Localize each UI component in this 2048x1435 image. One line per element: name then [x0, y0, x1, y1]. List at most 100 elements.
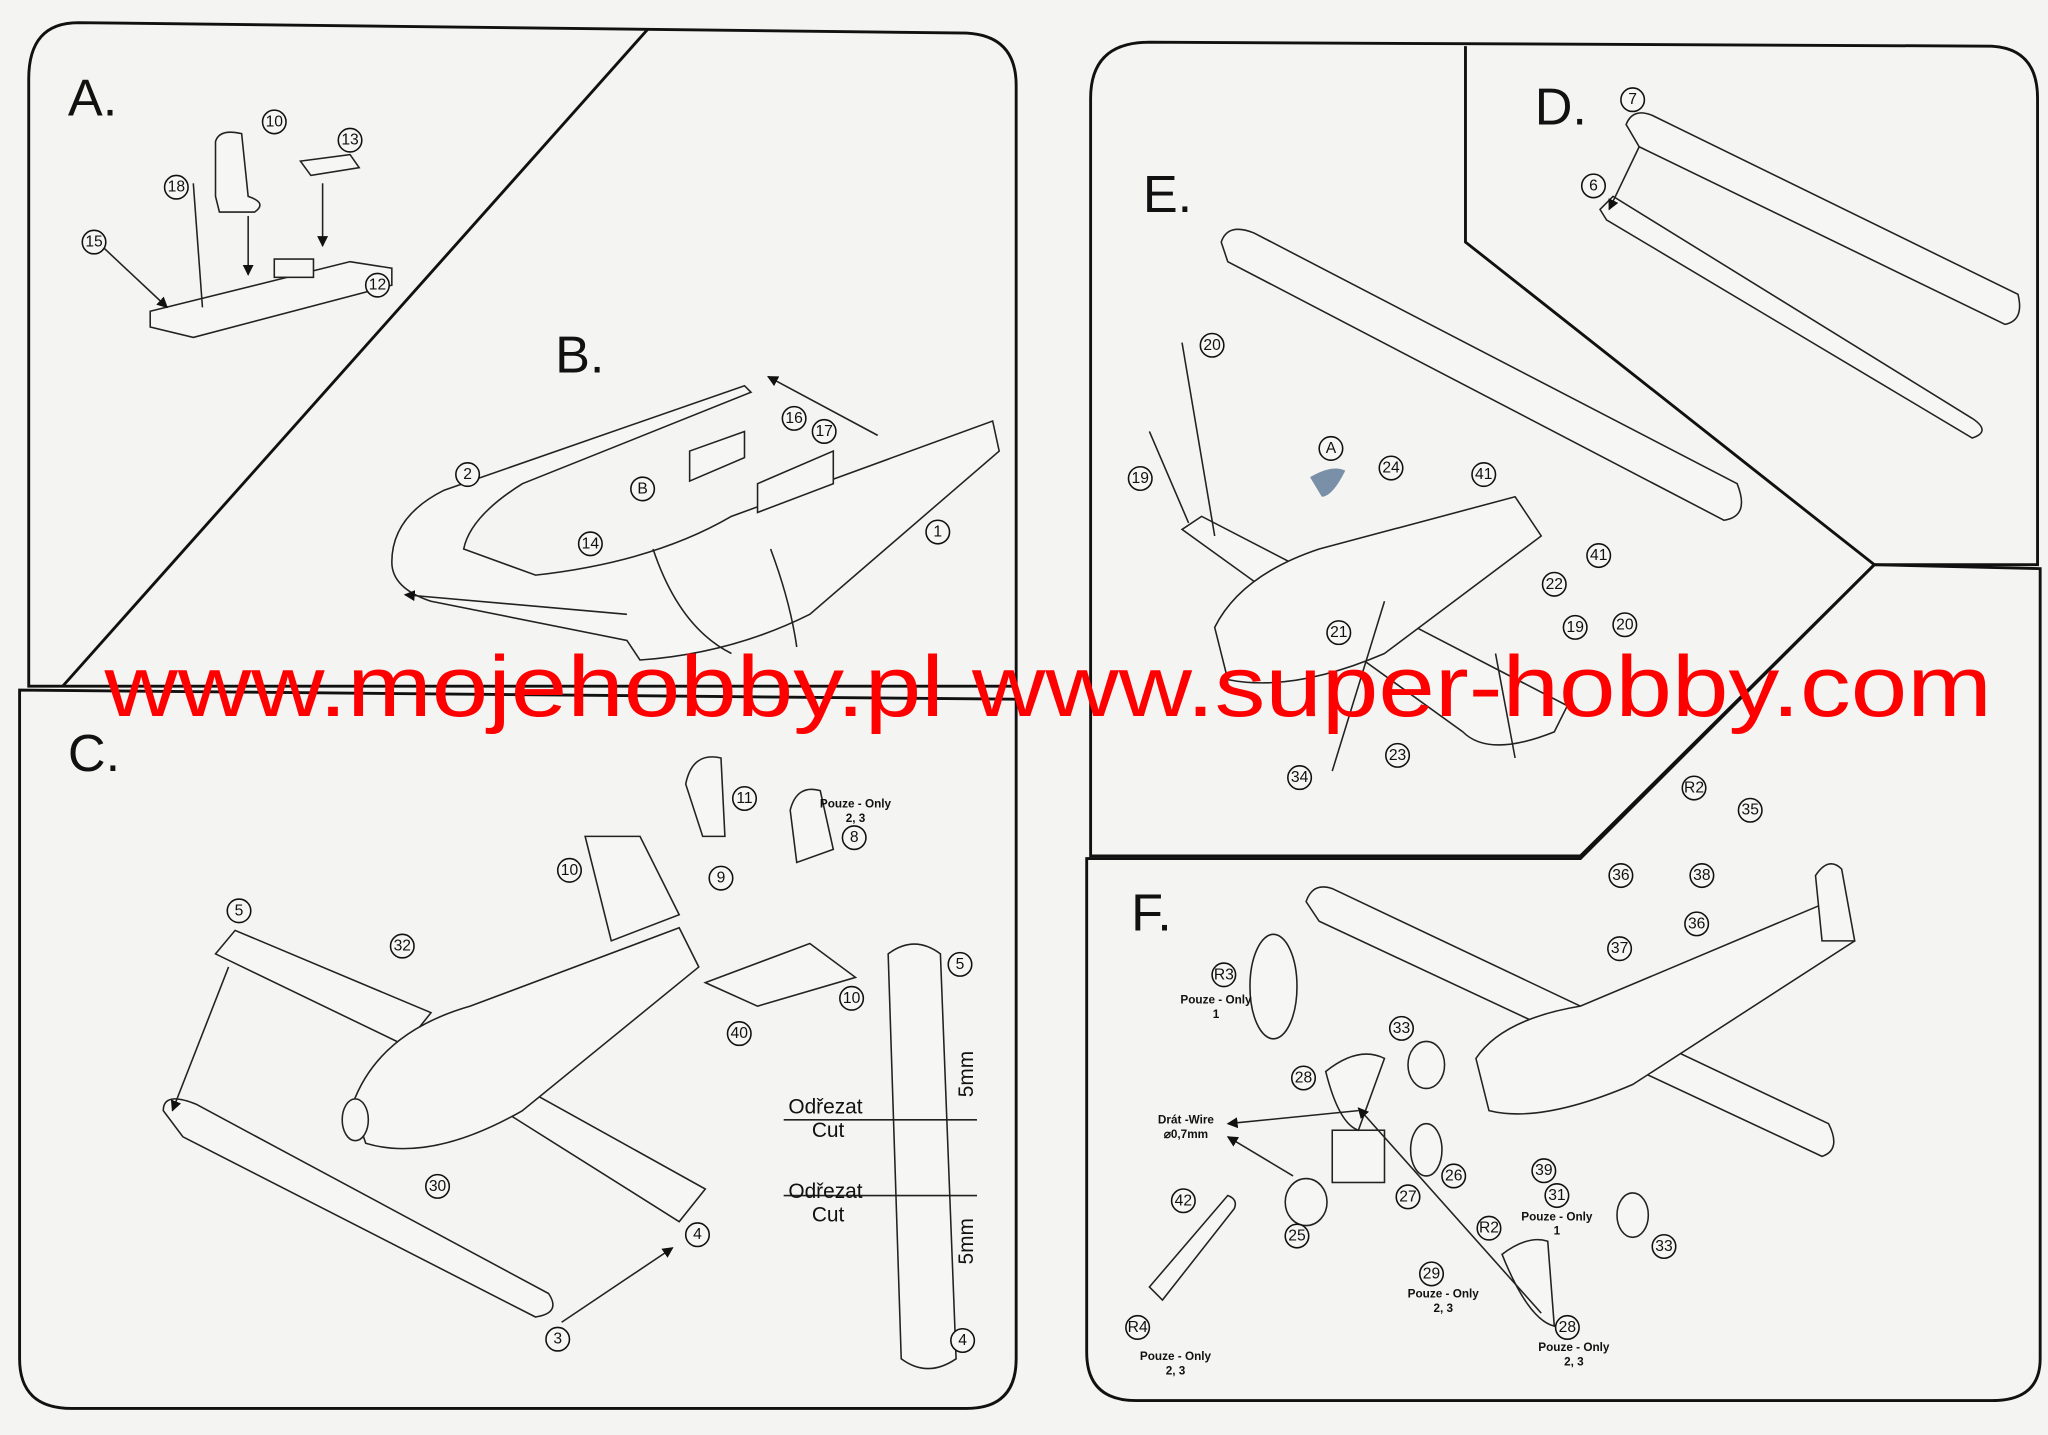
callout-number: 4: [958, 1332, 967, 1349]
part-callout-e: 20: [1199, 332, 1225, 358]
callout-circle: [1608, 863, 1634, 889]
drawing-b-fuselage: [391, 375, 1001, 661]
panel-borders: [18, 21, 2042, 1410]
callout-circle: [1612, 612, 1638, 638]
callout-circle: [811, 418, 837, 444]
panel-ab-border: [27, 21, 1018, 688]
callout-circle: [1471, 462, 1497, 488]
callout-number: 9: [717, 870, 726, 887]
callout-number: 30: [429, 1178, 447, 1195]
part-callout-c: 10: [556, 857, 583, 883]
callout-circle: [1326, 620, 1352, 646]
callout-number: 15: [85, 234, 103, 251]
part-callout-a: 13: [337, 127, 363, 153]
callout-number: 37: [1611, 940, 1628, 957]
callout-number: 11: [736, 790, 752, 807]
part-callout-f: R4: [1125, 1314, 1151, 1340]
callout-circle: [1441, 1163, 1467, 1189]
part-callout-f: 28: [1554, 1314, 1580, 1340]
panel-d-divider: [1464, 46, 1876, 566]
callout-circle: [1385, 742, 1411, 768]
callout-number: 26: [1445, 1167, 1463, 1184]
callout-circle: [1531, 1158, 1557, 1184]
section-label-f: F.: [1131, 884, 1172, 942]
callout-number: 1: [933, 524, 942, 541]
part-callout-f: 25: [1284, 1223, 1310, 1249]
callout-number: 7: [1628, 91, 1637, 108]
callout-circle: [947, 951, 973, 977]
part-callout-e: 21: [1326, 620, 1352, 646]
part-callout-e: 24: [1378, 455, 1404, 481]
part-callout-f: 35: [1737, 797, 1763, 823]
callout-circle: [708, 865, 734, 891]
section-label-b: B.: [555, 327, 604, 385]
callout-number: 32: [394, 938, 411, 955]
callout-circle: [577, 531, 603, 557]
callout-circle: [1199, 332, 1225, 358]
part-callout-f: 42: [1170, 1188, 1196, 1214]
callout-number: 20: [1616, 616, 1634, 633]
callout-circle: [1580, 173, 1607, 199]
callout-number: 36: [1688, 915, 1706, 932]
part-callout-e: 34: [1287, 765, 1313, 791]
part-callout-c: 5: [226, 898, 252, 924]
callout-number: 39: [1535, 1162, 1552, 1179]
callout-circle: [684, 1222, 711, 1248]
drawing-c-lower-wing-assembly: [162, 756, 977, 1370]
callout-circle: [81, 229, 107, 255]
part-callout-b: 14: [577, 531, 603, 557]
part-callout-b: B: [630, 476, 656, 502]
callout-circle: [925, 519, 951, 545]
part-callout-e: 19: [1562, 614, 1588, 640]
callout-number: 36: [1612, 867, 1630, 884]
callout-number: 31: [1548, 1187, 1565, 1204]
part-callout-f: 26: [1441, 1163, 1467, 1189]
callout-number: A: [1326, 440, 1337, 457]
callout-circle: [545, 1326, 571, 1352]
callout-number: 14: [582, 535, 600, 552]
callout-circle: [630, 476, 656, 502]
callout-circle: [1554, 1314, 1580, 1340]
callout-number: 33: [1393, 1020, 1411, 1037]
part-callout-f: 37: [1607, 936, 1633, 962]
callout-circle: [389, 933, 415, 959]
drawing-a-cockpit-floor: [103, 131, 393, 339]
part-callout-e: 41: [1586, 543, 1612, 569]
callout-number: 10: [561, 862, 579, 879]
callout-circle: [1211, 962, 1237, 988]
callout-number: R3: [1214, 966, 1234, 983]
callout-circle: [1476, 1215, 1502, 1241]
callout-circle: [1620, 87, 1646, 113]
part-callout-a: 10: [261, 109, 287, 135]
callout-number: 10: [843, 990, 861, 1007]
part-callout-f: 36: [1608, 863, 1634, 889]
callout-circle: [1287, 765, 1313, 791]
callout-number: 27: [1399, 1188, 1416, 1205]
part-callout-c: 5: [947, 951, 973, 977]
callout-number: R2: [1684, 780, 1704, 797]
part-callout-f: 29: [1418, 1261, 1445, 1287]
part-callout-f: R2: [1476, 1215, 1502, 1241]
callout-number: 8: [850, 829, 859, 846]
callout-number: 33: [1655, 1238, 1673, 1255]
callout-number: 40: [731, 1025, 749, 1042]
callout-circle: [1562, 614, 1588, 640]
callout-circle: [1388, 1015, 1415, 1041]
callout-circle: [1284, 1223, 1310, 1249]
callout-number: 21: [1330, 624, 1347, 641]
part-callout-f: R3: [1211, 962, 1237, 988]
watermark-text: www.mojehobby.pl www.super-hobby.com: [103, 639, 1992, 735]
callout-circle: [1290, 1065, 1317, 1091]
dimension-upper: 5mm: [955, 1051, 978, 1097]
callout-number: 28: [1295, 1069, 1313, 1086]
callout-circle: [1684, 911, 1710, 937]
callout-number: 3: [553, 1331, 562, 1348]
callout-circle: [1689, 863, 1715, 889]
callout-number: B: [637, 480, 647, 497]
callout-number: 5: [235, 902, 244, 919]
part-callout-c: 8: [841, 825, 867, 851]
part-callout-b: 17: [811, 418, 837, 444]
part-callout-a: 12: [364, 272, 391, 298]
callout-number: 20: [1203, 337, 1221, 354]
